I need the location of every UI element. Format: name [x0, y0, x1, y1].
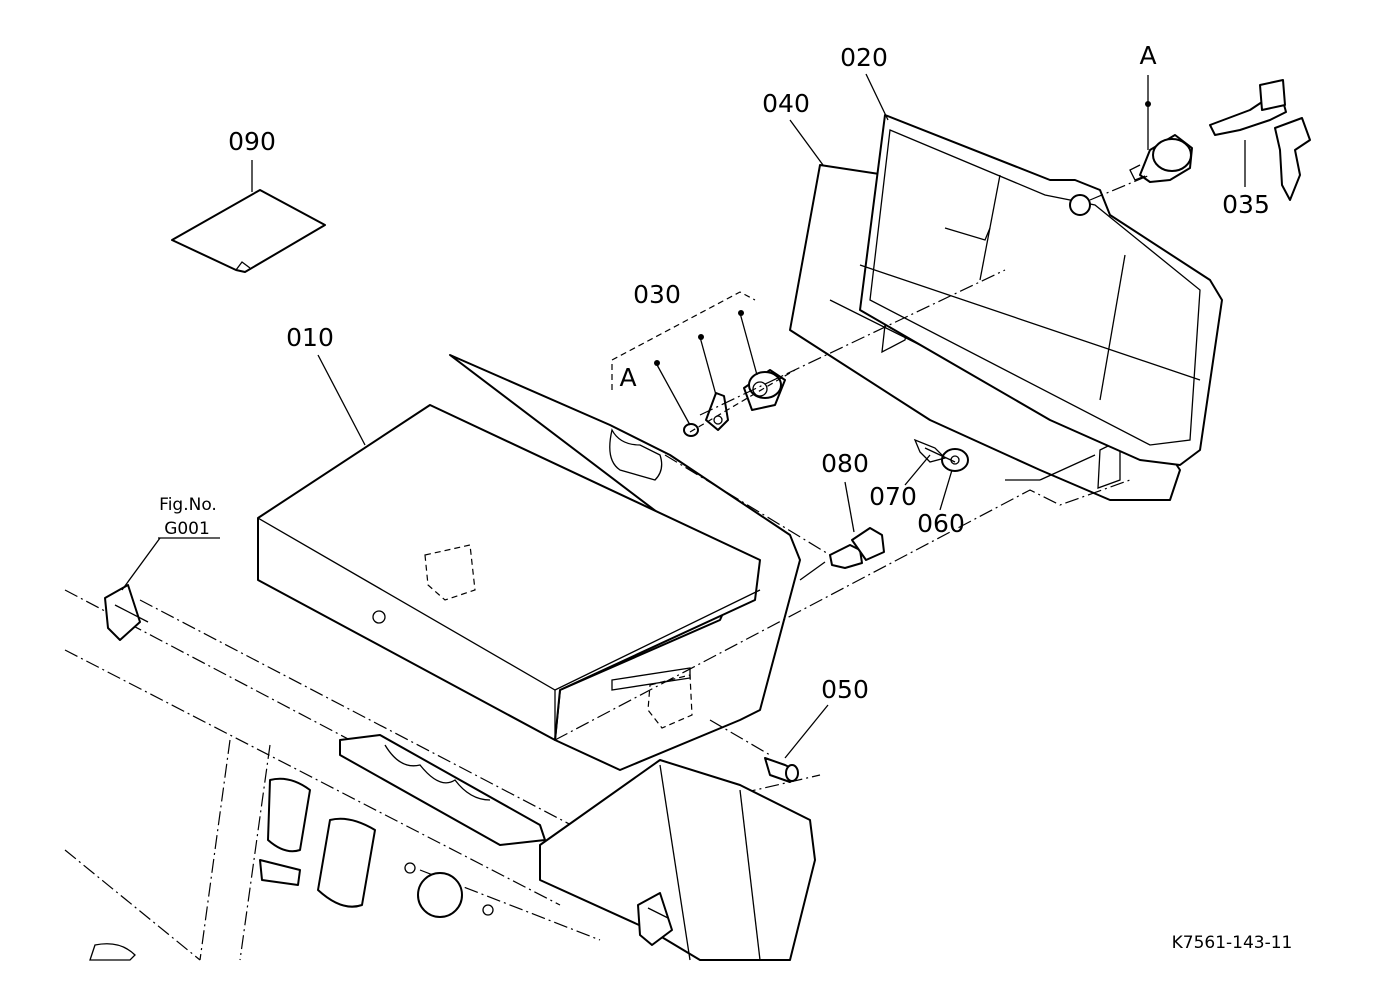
callout-a-top: A	[1139, 41, 1156, 70]
part-070-pin	[913, 438, 956, 463]
part-030-lock-components	[683, 369, 796, 437]
callout-080: 080	[821, 449, 869, 478]
leader-dots	[654, 101, 1151, 366]
part-090-label-sheet	[171, 189, 326, 273]
part-050-pin	[764, 757, 799, 783]
fig-no-value: G001	[164, 519, 210, 539]
leader-lines	[121, 73, 1246, 759]
callout-labels: 090 010 020 040 A 035 030 A 080 070 060 …	[159, 41, 1292, 953]
callout-070: 070	[869, 482, 917, 511]
callout-010: 010	[286, 323, 334, 352]
part-020-lid-frame	[859, 114, 1223, 466]
callout-a-group: A	[619, 363, 636, 392]
drawing-number: K7561-143-11	[1172, 933, 1293, 953]
callout-020: 020	[840, 43, 888, 72]
assembly-lines	[554, 269, 1131, 756]
frame-structure	[64, 584, 821, 961]
callout-090: 090	[228, 127, 276, 156]
part-060-washer	[941, 448, 969, 472]
callout-050: 050	[821, 675, 869, 704]
callout-040: 040	[762, 89, 810, 118]
part-010-storage-tray	[257, 354, 801, 771]
callout-035: 035	[1222, 190, 1270, 219]
callout-060: 060	[917, 509, 965, 538]
part-080-bolt	[799, 527, 885, 581]
callout-030: 030	[633, 280, 681, 309]
fig-no-label: Fig.No.	[159, 495, 217, 515]
part-035-lock-and-keys	[1089, 79, 1311, 201]
detail-bracket-030	[611, 291, 756, 390]
